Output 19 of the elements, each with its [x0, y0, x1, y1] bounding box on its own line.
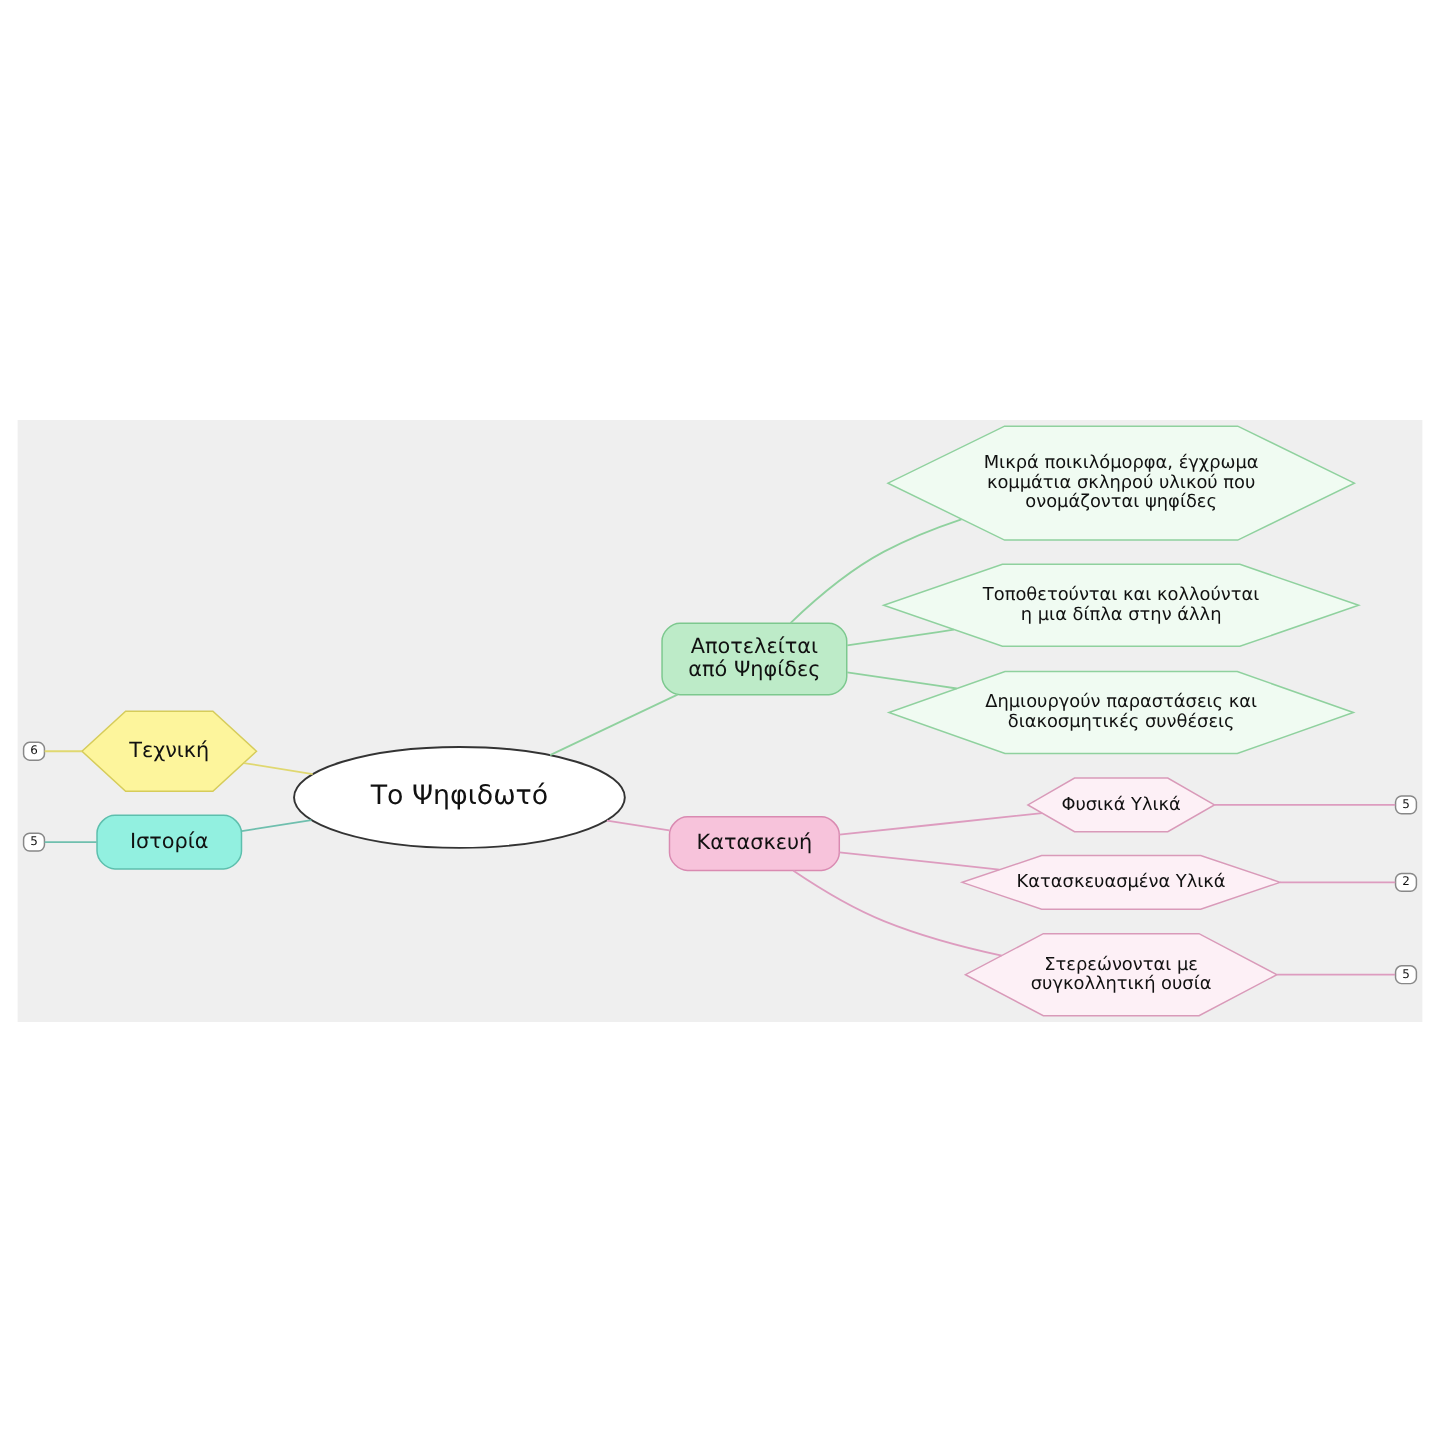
- connector: [838, 850, 1001, 870]
- connector: [243, 761, 314, 774]
- connector: [1213, 803, 1397, 805]
- connector: [240, 818, 313, 831]
- node-box: Κατασκευή: [668, 815, 841, 871]
- connector: [43, 840, 98, 842]
- connector: [838, 811, 1044, 835]
- connector: [789, 517, 963, 623]
- connector: [792, 868, 1003, 956]
- node-box: Ιστορία: [96, 813, 243, 869]
- connector: [1279, 880, 1397, 883]
- connector: [846, 670, 958, 689]
- connector: [606, 818, 671, 831]
- connector: [549, 692, 679, 755]
- connector: [1276, 972, 1396, 975]
- node-ellipse: Το Ψηφιδωτό: [293, 745, 626, 848]
- connector: [43, 749, 83, 752]
- node-box: Αποτελείται από Ψηφίδες: [661, 621, 848, 695]
- connector: [846, 627, 955, 646]
